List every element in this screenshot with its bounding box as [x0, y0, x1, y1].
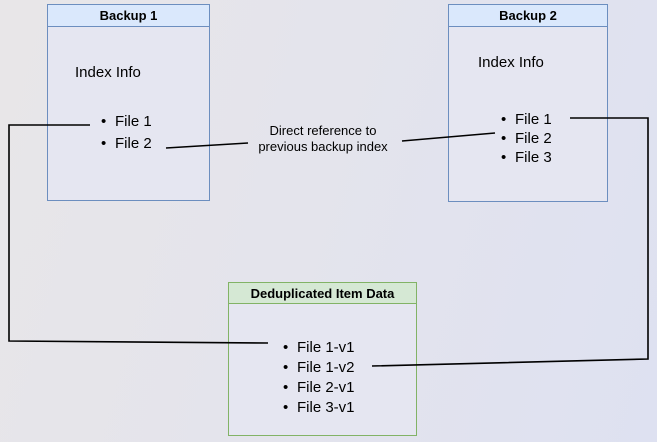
- backup1-file-item: File 2: [101, 133, 152, 155]
- backup2-file-list: File 1 File 2 File 3: [501, 110, 552, 167]
- backup2-box: Backup 2 Index Info File 1 File 2 File 3: [448, 4, 608, 202]
- backup1-subtitle: Index Info: [75, 64, 141, 81]
- dedup-item: File 1-v1: [283, 338, 355, 358]
- arrow-annotation: Direct reference to previous backup inde…: [237, 123, 409, 155]
- backup1-box: Backup 1 Index Info File 1 File 2: [47, 4, 210, 201]
- dedup-item-list: File 1-v1 File 1-v2 File 2-v1 File 3-v1: [283, 338, 355, 418]
- backup1-file-item: File 1: [101, 111, 152, 133]
- dedup-item: File 1-v2: [283, 358, 355, 378]
- backup2-subtitle: Index Info: [478, 54, 544, 71]
- backup2-file-item: File 2: [501, 129, 552, 148]
- dedup-item: File 2-v1: [283, 378, 355, 398]
- backup2-file-item: File 1: [501, 110, 552, 129]
- arrow-annotation-line1: Direct reference to: [269, 123, 377, 138]
- backup1-file-list: File 1 File 2: [101, 111, 152, 155]
- backup2-title: Backup 2: [449, 5, 607, 27]
- backup2-file-item: File 3: [501, 148, 552, 167]
- arrow-annotation-line2: previous backup index: [258, 139, 388, 154]
- dedup-item: File 3-v1: [283, 398, 355, 418]
- dedup-box: Deduplicated Item Data File 1-v1 File 1-…: [228, 282, 417, 436]
- dedup-title: Deduplicated Item Data: [229, 283, 416, 304]
- backup1-title: Backup 1: [48, 5, 209, 27]
